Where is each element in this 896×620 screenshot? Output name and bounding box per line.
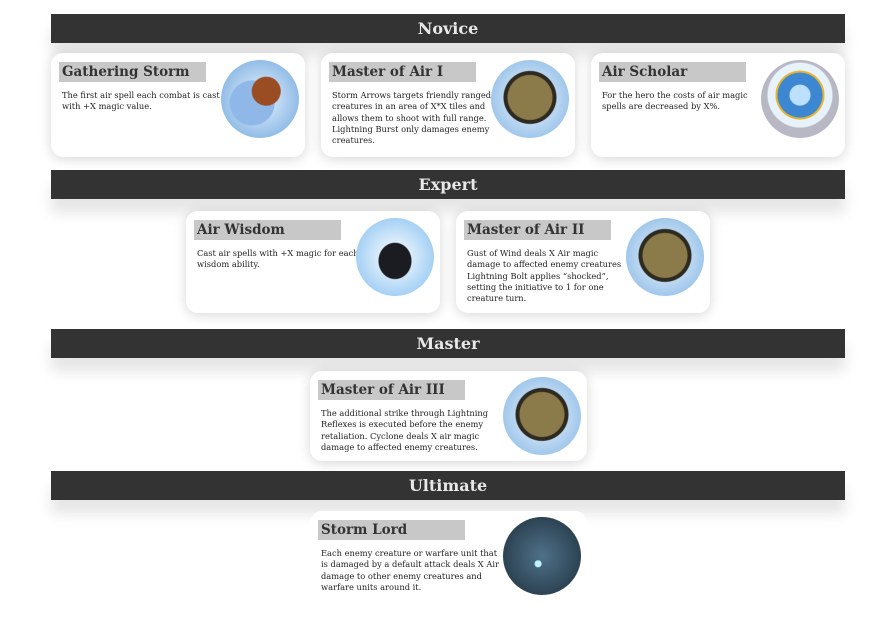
skill-card-master-of-air-3[interactable]: Master of Air III The additional strike … (310, 371, 587, 461)
skill-title: Master of Air II (464, 220, 611, 240)
skill-description: The first air spell each combat is cast … (62, 90, 220, 112)
air-orb-icon (761, 60, 839, 138)
spellbook-icon (626, 218, 704, 296)
skill-card-master-of-air-2[interactable]: Master of Air II Gust of Wind deals X Ai… (456, 211, 710, 313)
skill-card-air-scholar[interactable]: Air Scholar For the hero the costs of ai… (591, 53, 845, 157)
skill-description: For the hero the costs of air magic spel… (602, 90, 748, 112)
skill-description: Gust of Wind deals X Air magic damage to… (467, 248, 622, 304)
skill-title: Storm Lord (318, 520, 465, 540)
tier-header-master: Master (51, 329, 845, 358)
skill-title: Air Wisdom (194, 220, 341, 240)
skill-title: Master of Air III (318, 380, 465, 400)
skill-card-storm-lord[interactable]: Storm Lord Each enemy creature or warfar… (310, 511, 587, 601)
tier-header-ultimate: Ultimate (51, 471, 845, 500)
skill-description: Each enemy creature or warfare unit that… (321, 548, 499, 592)
meditating-figure-icon (356, 218, 434, 296)
skill-card-master-of-air-1[interactable]: Master of Air I Storm Arrows targets fri… (321, 53, 575, 157)
tier-header-expert: Expert (51, 170, 845, 199)
skill-card-air-wisdom[interactable]: Air Wisdom Cast air spells with +X magic… (186, 211, 440, 313)
skill-title: Air Scholar (599, 62, 746, 82)
spellbook-icon (491, 60, 569, 138)
storm-cloud-icon (503, 517, 581, 595)
skill-title: Gathering Storm (59, 62, 206, 82)
tier-header-novice: Novice (51, 14, 845, 43)
fist-wing-icon (221, 60, 299, 138)
skill-description: Cast air spells with +X magic for each w… (197, 248, 359, 270)
spellbook-icon (503, 377, 581, 455)
skill-card-gathering-storm[interactable]: Gathering Storm The first air spell each… (51, 53, 305, 157)
skill-description: Storm Arrows targets friendly ranged cre… (332, 90, 492, 146)
skill-description: The additional strike through Lightning … (321, 408, 489, 452)
skill-title: Master of Air I (329, 62, 476, 82)
